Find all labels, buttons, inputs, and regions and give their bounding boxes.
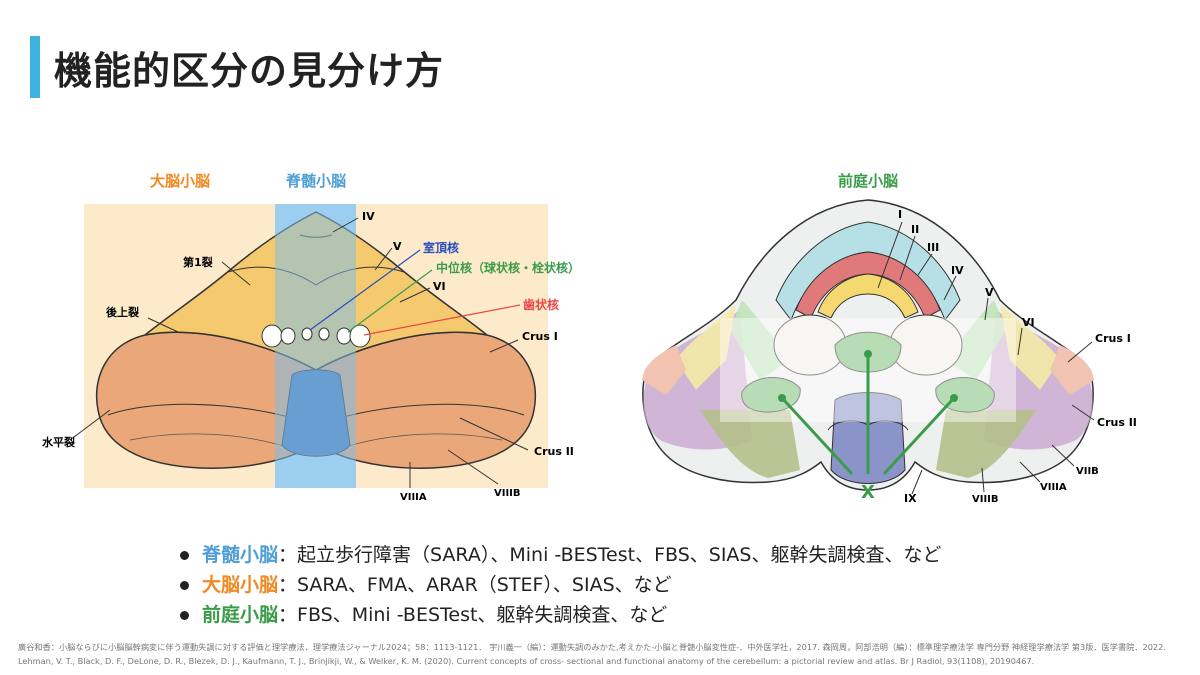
label-fastigial-nucleus: 室頂核 — [423, 240, 459, 255]
label-fissure1: 第1裂 — [183, 255, 213, 269]
label-superior-posterior-fissure: 後上裂 — [106, 305, 139, 319]
label-vi-right: VI — [1022, 316, 1035, 329]
label-horizontal-fissure: 水平裂 — [42, 435, 75, 449]
label-interposed-nucleus: 中位核（球状核・栓状核） — [436, 260, 580, 275]
spino-zone-label: 脊髄小脳 — [285, 172, 346, 190]
keyword-cerebrocerebellum: 大脳小脳 — [202, 574, 279, 596]
label-dentate-nucleus: 歯状核 — [523, 297, 559, 312]
label-viiib: VIIIB — [494, 488, 521, 499]
label-ii: II — [911, 223, 919, 236]
left-cerebellum-figure: 大脳小脳 脊髄小脳 IV V VI 第1裂 後上裂 水平裂 Crus I Cru… — [42, 172, 580, 503]
bullet-vestibulocerebellum: 前庭小脳：FBS、Mini -BESTest、躯幹失調検査、など — [176, 600, 942, 630]
label-i: I — [898, 208, 902, 221]
label-iv-right: IV — [951, 264, 964, 277]
label-v-right: V — [985, 286, 994, 299]
reference-japanese: 廣谷和香：小脳ならびに小脳脳幹病変に伴う運動失調に対する評価と理学療法．理学療法… — [18, 642, 1166, 652]
lobule-i — [817, 273, 919, 319]
title-accent-bar — [30, 36, 40, 98]
label-iii: III — [927, 241, 939, 254]
bullet-cerebrocerebellum: 大脳小脳：SARA、FMA、ARAR（STEF）、SIAS、など — [176, 570, 942, 600]
keyword-vestibulocerebellum: 前庭小脳 — [202, 604, 279, 626]
label-ix: IX — [904, 492, 917, 505]
dentate-nucleus-left — [261, 324, 283, 348]
vestibulo-zone-label: 前庭小脳 — [838, 172, 898, 190]
reference-english: Lehman, V. T., Black, D. F., DeLone, D. … — [18, 656, 1035, 666]
dentate-nucleus-right — [349, 324, 371, 348]
bullet-text-cerebrocerebellum: ：SARA、FMA、ARAR（STEF）、SIAS、など — [278, 574, 672, 596]
bullet-spinocerebellum: 脊髄小脳：起立歩行障害（SARA）、Mini -BESTest、FBS、SIAS… — [176, 540, 942, 570]
right-cerebellum-figure: 前庭小脳 — [642, 172, 1137, 505]
label-viiia-right: VIIIA — [1040, 482, 1067, 493]
fastigial-nucleus — [301, 327, 313, 341]
label-viib: VIIB — [1076, 466, 1099, 477]
label-viiib-right: VIIIB — [972, 494, 999, 505]
page-title: 機能的区分の見分け方 — [54, 49, 445, 93]
label-iv: IV — [362, 210, 375, 223]
bullet-text-spinocerebellum: ：起立歩行障害（SARA）、Mini -BESTest、FBS、SIAS、躯幹失… — [278, 544, 942, 566]
keyword-spinocerebellum: 脊髄小脳 — [202, 544, 279, 566]
label-crus1: Crus I — [522, 330, 558, 343]
label-vi: VI — [433, 280, 446, 293]
label-v: V — [393, 240, 402, 253]
bullet-text-vestibulocerebellum: ：FBS、Mini -BESTest、躯幹失調検査、など — [278, 604, 668, 626]
evaluation-bullet-list: 脊髄小脳：起立歩行障害（SARA）、Mini -BESTest、FBS、SIAS… — [176, 540, 942, 630]
label-crus2-right: Crus II — [1097, 416, 1137, 429]
label-crus2: Crus II — [534, 445, 574, 458]
cerebro-zone-label: 大脳小脳 — [150, 172, 210, 190]
label-x: X — [861, 482, 875, 503]
label-viiia: VIIIA — [400, 492, 427, 503]
label-crus1-right: Crus I — [1095, 332, 1131, 345]
references: 廣谷和香：小脳ならびに小脳脳幹病変に伴う運動失調に対する評価と理学療法．理学療法… — [18, 640, 1188, 668]
